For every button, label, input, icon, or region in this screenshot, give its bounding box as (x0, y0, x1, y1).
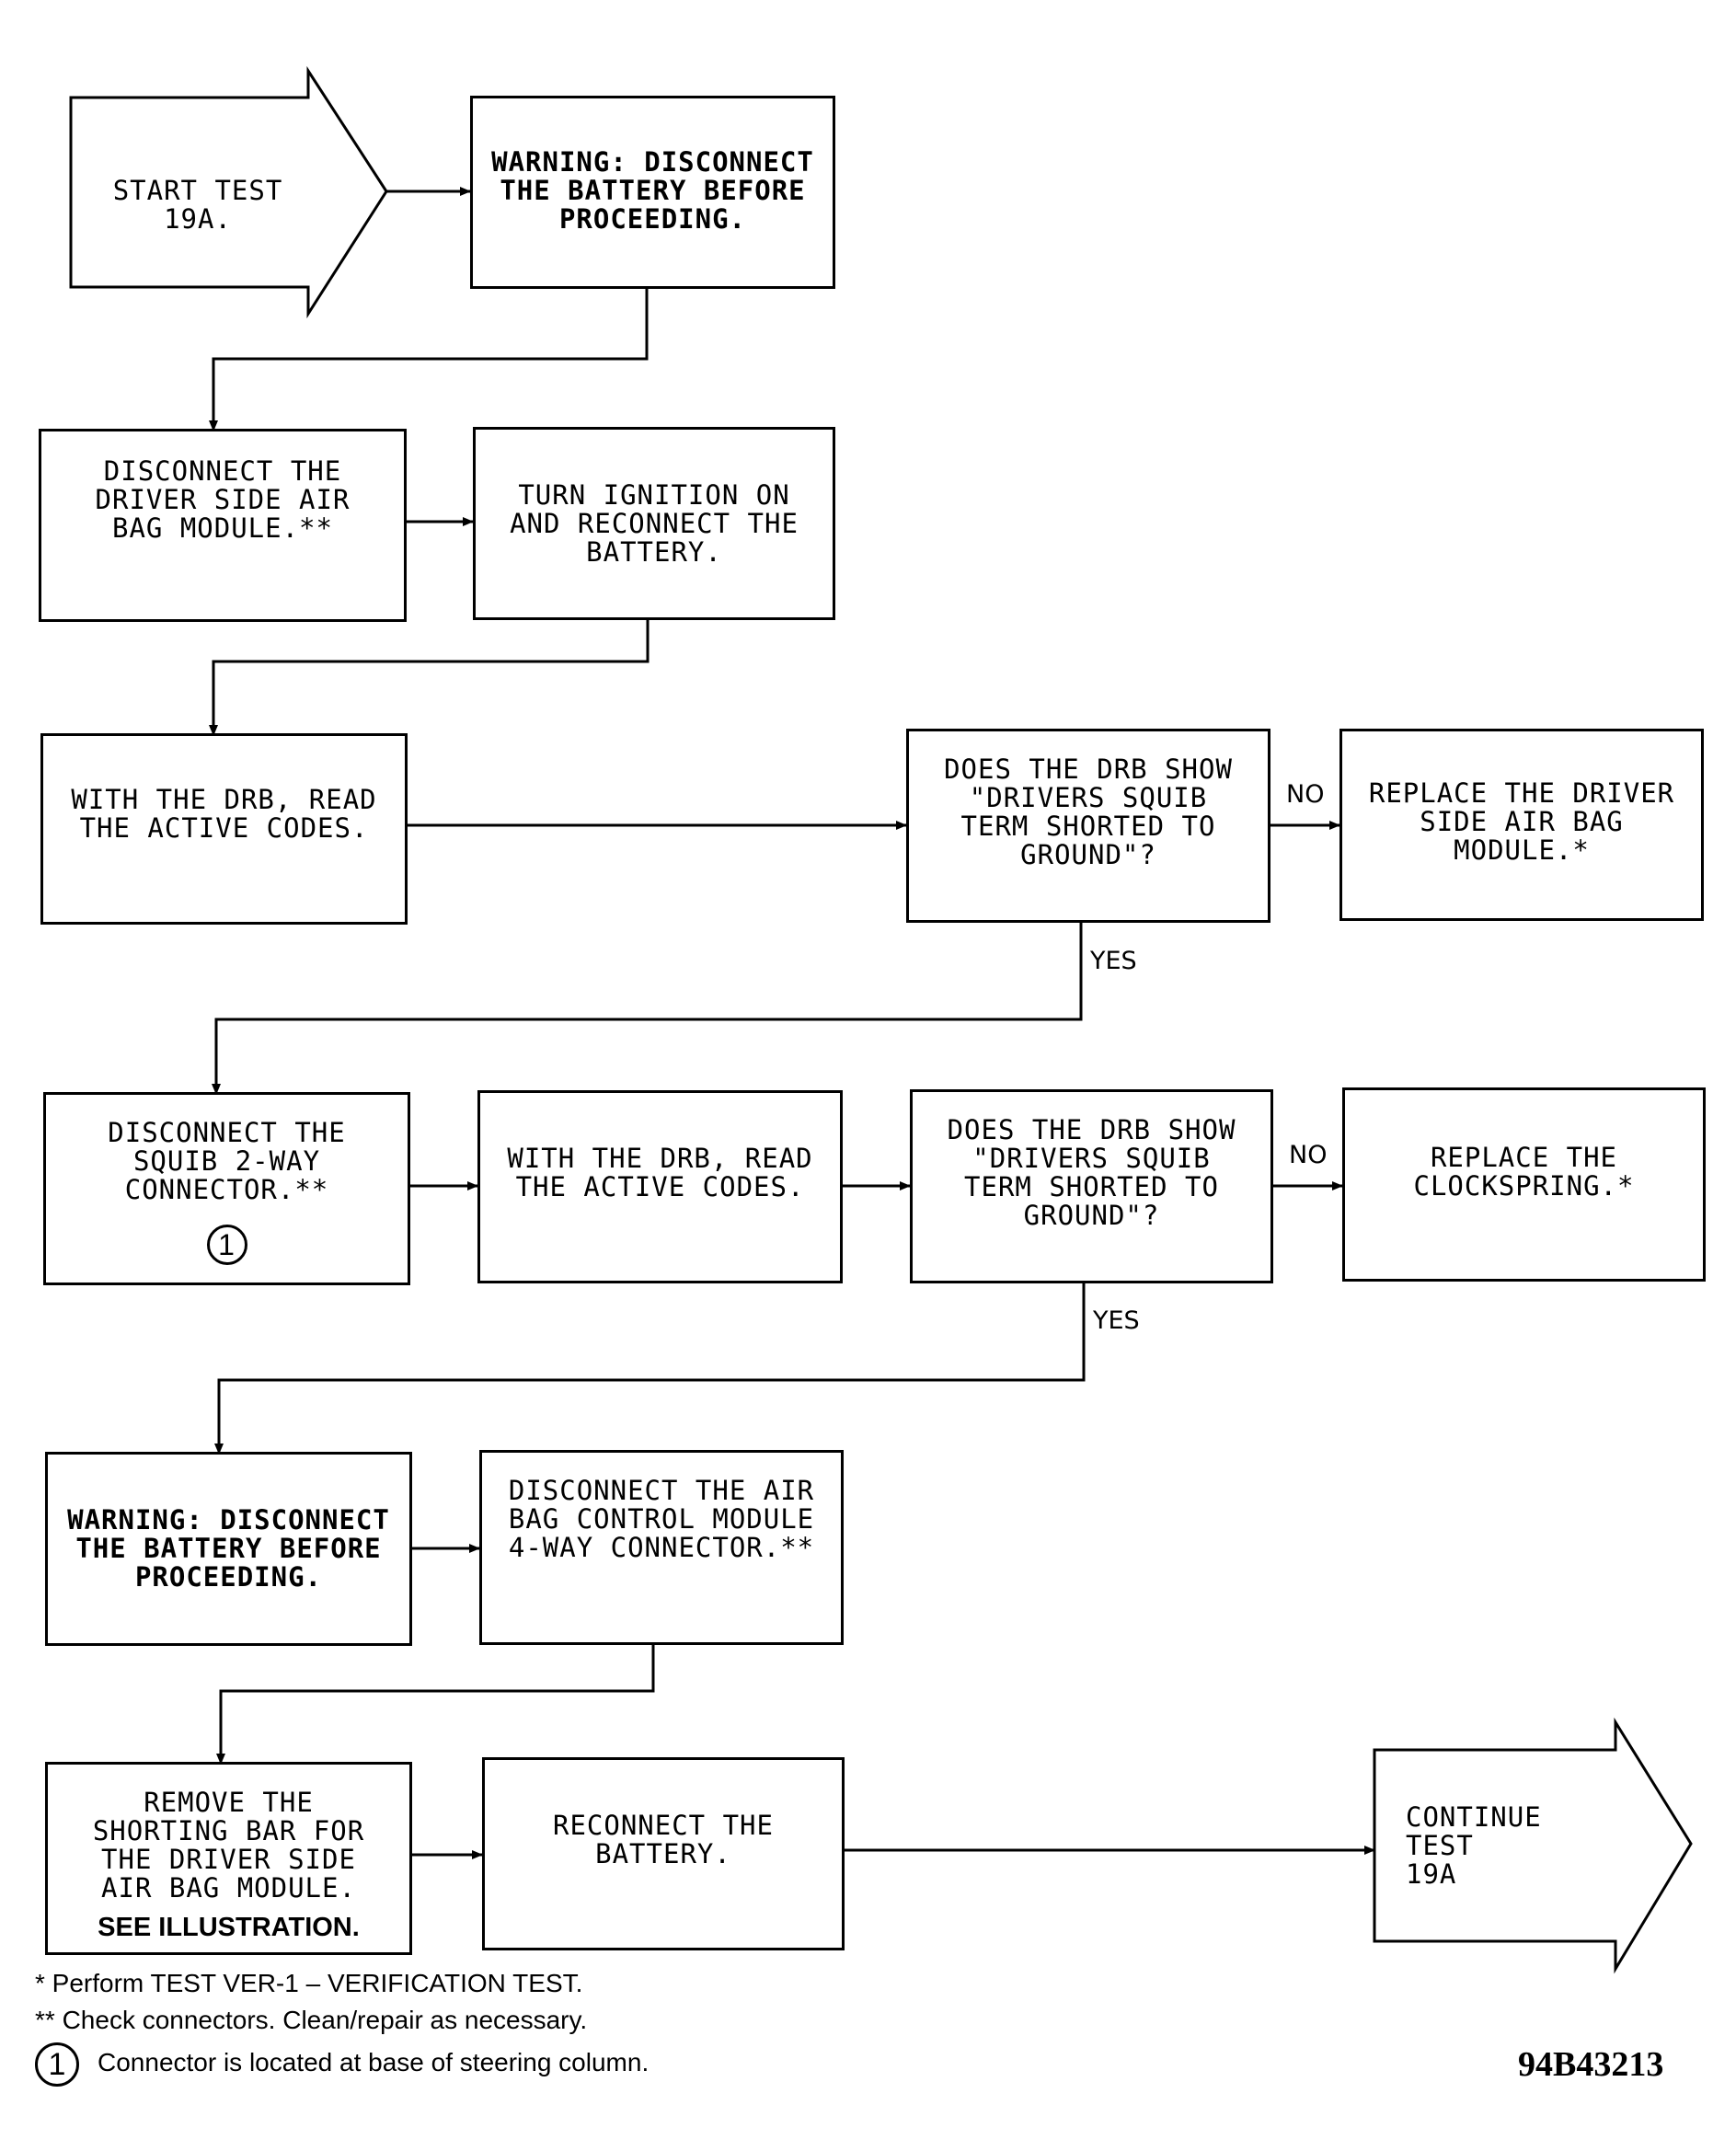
continue-label: CONTINUE TEST 19A (1406, 1801, 1542, 1890)
footnote-check-connectors: ** Check connectors. Clean/repair as nec… (35, 2006, 588, 2034)
step-text: DISCONNECT THE DRIVER SIDE AIR BAG MODUL… (95, 455, 351, 544)
step-text: DISCONNECT THE SQUIB 2-WAY CONNECTOR.** (108, 1117, 346, 1205)
step-text: DISCONNECT THE AIR BAG CONTROL MODULE 4-… (508, 1475, 815, 1563)
action-text: REPLACE THE DRIVER SIDE AIR BAG MODULE.* (1368, 777, 1675, 866)
read-active-codes-step-2: WITH THE DRB, READ THE ACTIVE CODES. (477, 1090, 843, 1283)
yes-label-2: YES (1093, 1306, 1140, 1335)
step-text: WITH THE DRB, READ THE ACTIVE CODES. (71, 784, 377, 844)
no-label-1: NO (1286, 780, 1325, 809)
connector-marker-icon: 1 (35, 2042, 79, 2087)
replace-driver-air-bag-module: REPLACE THE DRIVER SIDE AIR BAG MODULE.* (1339, 729, 1704, 921)
yes-label-1: YES (1090, 947, 1137, 975)
step-text: WITH THE DRB, READ THE ACTIVE CODES. (507, 1143, 813, 1202)
connector-marker-icon: 1 (206, 1225, 247, 1265)
remove-shorting-bar-step: REMOVE THE SHORTING BAR FOR THE DRIVER S… (45, 1762, 412, 1955)
reconnect-battery-step: RECONNECT THE BATTERY. (482, 1757, 845, 1950)
decision-squib-shorted-2: DOES THE DRB SHOW "DRIVERS SQUIB TERM SH… (910, 1089, 1273, 1283)
warning-text: WARNING: DISCONNECT THE BATTERY BEFORE P… (491, 146, 814, 235)
step-text: TURN IGNITION ON AND RECONNECT THE BATTE… (510, 479, 799, 568)
continue-arrow-shape (1373, 1717, 1693, 1974)
start-label: START TEST 19A. (112, 175, 283, 235)
footnote-verification: * Perform TEST VER-1 – VERIFICATION TEST… (35, 1969, 583, 1997)
warning-disconnect-battery-2: WARNING: DISCONNECT THE BATTERY BEFORE P… (45, 1452, 412, 1646)
see-illustration-text: SEE ILLUSTRATION. (98, 1913, 360, 1942)
start-arrow-shape (69, 65, 388, 319)
question-text: DOES THE DRB SHOW "DRIVERS SQUIB TERM SH… (944, 753, 1233, 870)
ignition-on-reconnect-step: TURN IGNITION ON AND RECONNECT THE BATTE… (473, 427, 835, 620)
no-label-2: NO (1289, 1141, 1328, 1169)
action-text: REPLACE THE CLOCKSPRING.* (1413, 1142, 1635, 1202)
read-active-codes-step-1: WITH THE DRB, READ THE ACTIVE CODES. (40, 733, 408, 925)
disconnect-control-module-step: DISCONNECT THE AIR BAG CONTROL MODULE 4-… (479, 1450, 844, 1645)
disconnect-driver-air-bag-step: DISCONNECT THE DRIVER SIDE AIR BAG MODUL… (39, 429, 407, 622)
step-text: RECONNECT THE BATTERY. (553, 1810, 774, 1869)
figure-id: 94B43213 (1518, 2045, 1664, 2084)
decision-squib-shorted-1: DOES THE DRB SHOW "DRIVERS SQUIB TERM SH… (906, 729, 1270, 923)
step-text: REMOVE THE SHORTING BAR FOR THE DRIVER S… (92, 1787, 365, 1904)
warning-text: WARNING: DISCONNECT THE BATTERY BEFORE P… (67, 1504, 390, 1593)
warning-disconnect-battery-1: WARNING: DISCONNECT THE BATTERY BEFORE P… (470, 96, 835, 289)
question-text: DOES THE DRB SHOW "DRIVERS SQUIB TERM SH… (947, 1114, 1236, 1231)
disconnect-squib-connector-step: DISCONNECT THE SQUIB 2-WAY CONNECTOR.** … (43, 1092, 410, 1285)
footnote-connector-location: Connector is located at base of steering… (98, 2048, 650, 2076)
replace-clockspring: REPLACE THE CLOCKSPRING.* (1342, 1087, 1706, 1282)
